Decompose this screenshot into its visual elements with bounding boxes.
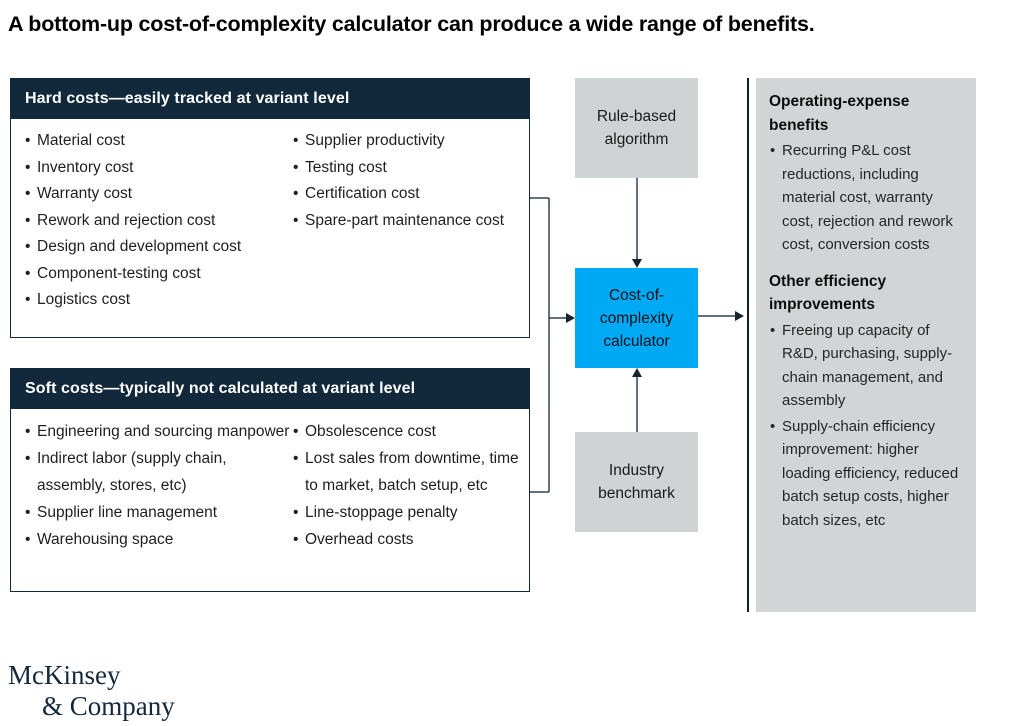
list-item: Supplier line management: [23, 499, 291, 526]
hard-costs-header: Hard costs—easily tracked at variant lev…: [11, 79, 529, 119]
operating-expense-benefits-heading: Operating-expense benefits: [769, 93, 910, 134]
list-item: Component-testing cost: [23, 261, 291, 288]
list-item: Material cost: [23, 128, 291, 155]
benefit-item: Supply-chain efficiency improvement: hig…: [769, 415, 964, 533]
list-item: Obsolescence cost: [291, 418, 519, 445]
list-item: Supplier productivity: [291, 128, 519, 155]
list-item: Indirect labor (supply chain, assembly, …: [23, 445, 291, 499]
list-item: Line-stoppage penalty: [291, 499, 519, 526]
industry-benchmark-box: Industry benchmark: [575, 432, 698, 532]
benefits-divider-rule: [747, 78, 749, 612]
hard-costs-box: Hard costs—easily tracked at variant lev…: [10, 78, 530, 338]
list-item: Design and development cost: [23, 234, 291, 261]
logo-line-2: & Company: [42, 691, 175, 721]
benefits-panel: Operating-expense benefits Recurring P&L…: [756, 78, 976, 612]
cost-of-complexity-calculator-box: Cost-of-complexity calculator: [575, 268, 698, 368]
list-item: Testing cost: [291, 155, 519, 182]
soft-costs-list: Engineering and sourcing manpower Indire…: [11, 409, 529, 553]
hard-costs-column-1: Material cost Inventory cost Warranty co…: [23, 128, 291, 314]
soft-costs-column-2: Obsolescence cost Lost sales from downti…: [291, 418, 519, 553]
list-item: Lost sales from downtime, time to market…: [291, 445, 519, 499]
benefit-item: Recurring P&L cost reductions, including…: [769, 139, 964, 257]
soft-costs-box: Soft costs—typically not calculated at v…: [10, 368, 530, 592]
soft-costs-header: Soft costs—typically not calculated at v…: [11, 369, 529, 409]
hard-costs-column-2: Supplier productivity Testing cost Certi…: [291, 128, 519, 314]
soft-costs-column-1: Engineering and sourcing manpower Indire…: [23, 418, 291, 553]
logo-line-1: McKinsey: [8, 660, 121, 690]
list-item: Overhead costs: [291, 526, 519, 553]
benefit-item: Freeing up capacity of R&D, purchasing, …: [769, 319, 964, 413]
list-item: Spare-part maintenance cost: [291, 208, 519, 235]
list-item: Inventory cost: [23, 155, 291, 182]
list-item: Logistics cost: [23, 287, 291, 314]
list-item: Warranty cost: [23, 181, 291, 208]
mckinsey-company-logo: McKinsey & Company: [8, 660, 175, 722]
page-title: A bottom-up cost-of-complexity calculato…: [8, 12, 815, 36]
list-item: Certification cost: [291, 181, 519, 208]
other-efficiency-improvements-heading: Other efficiency improvements: [769, 272, 887, 314]
rule-based-algorithm-box: Rule-based algorithm: [575, 78, 698, 178]
hard-costs-list: Material cost Inventory cost Warranty co…: [11, 119, 529, 314]
list-item: Warehousing space: [23, 526, 291, 553]
list-item: Engineering and sourcing manpower: [23, 418, 291, 445]
list-item: Rework and rejection cost: [23, 208, 291, 235]
